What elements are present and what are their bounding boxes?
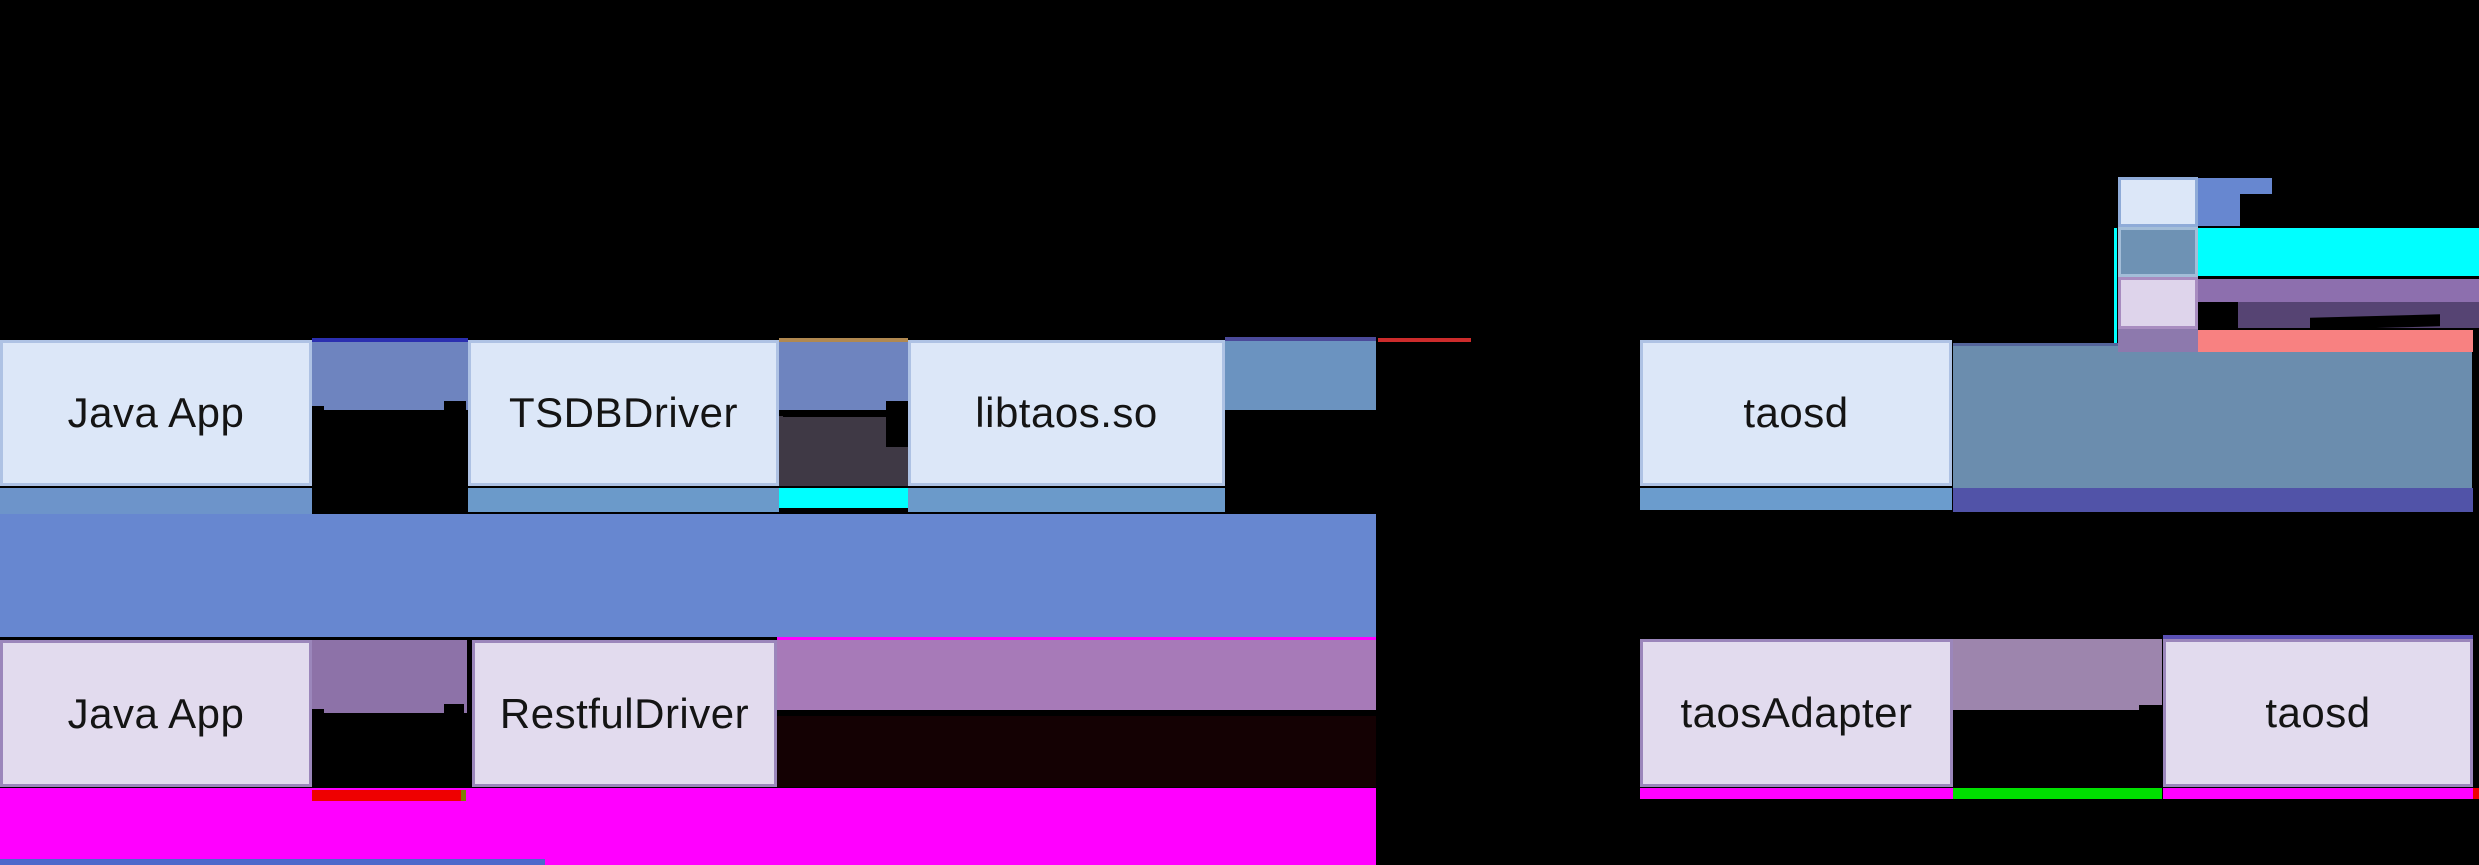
libtaos-band-top-edge [1225, 337, 1376, 341]
legend-swatch-light-blue [2118, 177, 2198, 227]
arrow5-fragment [1600, 713, 1616, 718]
mauve-band-magenta-edge [777, 637, 1376, 640]
arrow1-head [444, 401, 466, 423]
libtaos-band [1225, 341, 1376, 410]
arrow2-head [886, 401, 908, 447]
box-taosd-jni: taosd [1640, 340, 1952, 486]
box-java-app-jni: Java App [0, 340, 312, 486]
magenta-strip-under-taosadapter [1640, 788, 1953, 799]
legend-band-blue-glyph-remnant [2240, 194, 2272, 226]
legend-purple-chunk [2118, 329, 2198, 352]
box-restfuldriver-label: RestfulDriver [499, 689, 750, 737]
box-tsdbdriver: TSDBDriver [468, 340, 779, 486]
strip-under-tsdbdriver [468, 488, 779, 512]
gapB-upper-fill [1953, 639, 2162, 710]
legend-swatch-steel-blue [2118, 227, 2198, 277]
gap2-top-edge [779, 338, 908, 342]
legend-cyan-sliver [2114, 228, 2117, 343]
box-taosd-restful-label: taosd [2265, 689, 2371, 736]
gapA-upper-fill [312, 640, 467, 713]
legend-band-purple [2198, 279, 2479, 302]
arrow6-shaft [1958, 714, 2142, 720]
box-libtaos: libtaos.so [908, 340, 1225, 486]
arrow3-head [1626, 402, 1641, 420]
taosd2-top-edge [2163, 635, 2473, 639]
box-restfuldriver: RestfulDriver [472, 640, 777, 787]
arrow1-shaft [318, 410, 444, 416]
box-java-app-restful-label: Java App [67, 689, 245, 737]
strip-under-javaapp1 [0, 488, 312, 514]
box-taosadapter: taosAdapter [1640, 639, 1953, 787]
legend-purple-glyph-remnant-1 [2198, 302, 2238, 328]
cyan-strip-jni [779, 488, 908, 508]
box-taosd-jni-label: taosd [1743, 389, 1849, 436]
maroon-band [777, 716, 1376, 787]
arrow5-head [1624, 705, 1639, 724]
mauve-band [777, 640, 1376, 710]
gap2-upper-fill [779, 342, 908, 410]
gap1-top-edge [312, 338, 468, 342]
red-sliver-bottom-right [2473, 788, 2479, 799]
strip-under-libtaos [908, 488, 1225, 512]
legend-swatch-lavender [2118, 277, 2198, 329]
legend-band-cyan [2198, 228, 2479, 276]
magenta-band [0, 788, 1376, 865]
bottom-blue-line [0, 859, 545, 865]
legend-band-salmon [2198, 330, 2473, 352]
arrow4-shaft [318, 713, 445, 719]
box-java-app-jni-label: Java App [67, 389, 245, 436]
big-blue-band [0, 514, 1376, 637]
arrow6-head [2139, 705, 2162, 729]
jni-network-red-line [1378, 338, 1471, 342]
arrow2-shaft [783, 411, 887, 417]
magenta-strip-under-taosd2 [2163, 788, 2473, 799]
box-tsdbdriver-label: TSDBDriver [508, 389, 738, 436]
mauve-band-arrow-line [777, 710, 1376, 716]
gap1-upper-fill [312, 342, 468, 410]
box-taosadapter-label: taosAdapter [1680, 689, 1913, 736]
arrow4-head [444, 704, 464, 727]
red-strip [312, 790, 465, 801]
strip-under-taosd1 [1640, 488, 1952, 510]
taosd-right-band [1953, 346, 2472, 488]
red-strip-olive-edge [461, 790, 466, 801]
box-libtaos-label: libtaos.so [975, 389, 1158, 436]
indigo-strip [1953, 488, 2473, 512]
box-java-app-restful: Java App [0, 640, 312, 787]
box-taosd-restful: taosd [2163, 639, 2473, 787]
green-strip [1953, 788, 2162, 799]
